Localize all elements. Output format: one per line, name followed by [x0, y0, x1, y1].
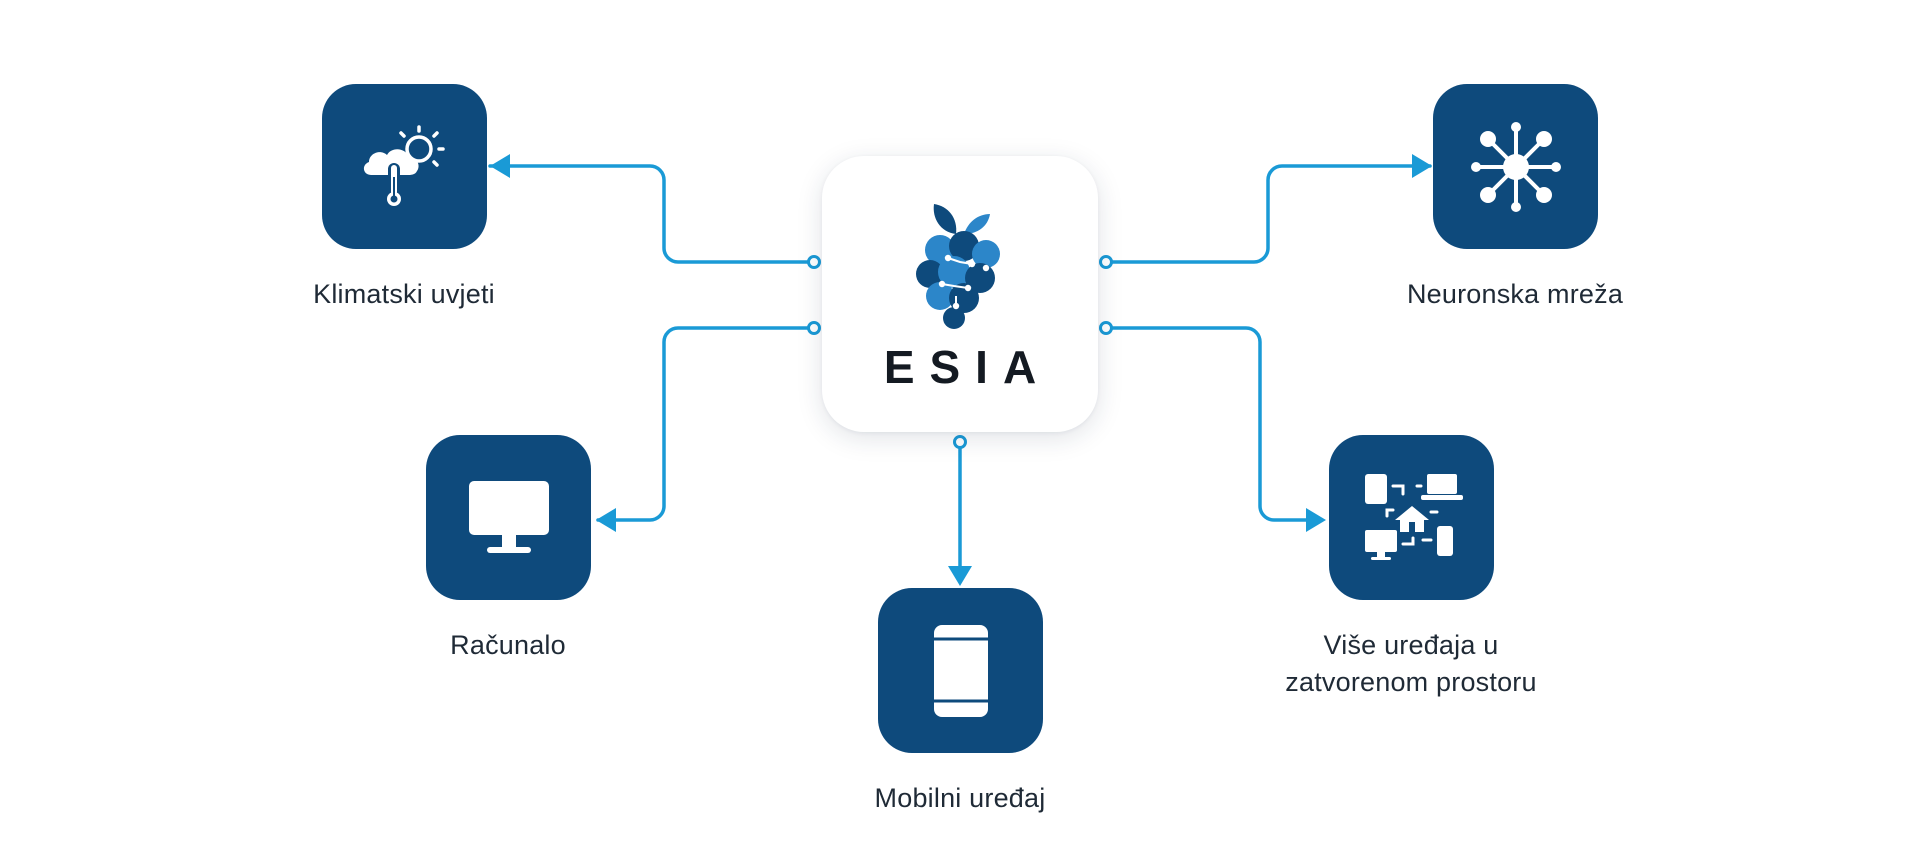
connector-indoor	[1106, 326, 1324, 522]
computer-node	[426, 435, 591, 600]
monitor-icon	[468, 480, 549, 553]
indoor-devices-label-line2: zatvorenom prostoru	[1285, 667, 1537, 697]
arrowhead-neural	[1412, 154, 1432, 178]
mobile-node	[878, 588, 1043, 753]
arrowhead-mobile	[948, 566, 972, 586]
connector-dot-neural	[1099, 255, 1113, 269]
climate-node	[322, 84, 487, 249]
neural-network-label: Neuronska mreža	[1406, 279, 1624, 309]
arrowhead-climate	[490, 154, 510, 178]
berry-logo-icon	[910, 200, 1010, 335]
arrowhead-indoor	[1306, 508, 1326, 532]
computer-label: Računalo	[450, 630, 566, 660]
connector-neural	[1106, 164, 1432, 264]
connector-dot-mobile	[953, 435, 967, 449]
indoor-devices-node	[1329, 435, 1494, 600]
neural-network-node	[1433, 84, 1598, 249]
connector-dot-indoor	[1099, 321, 1113, 335]
connector-dot-computer	[807, 321, 821, 335]
connector-computer	[596, 326, 814, 522]
smartphone-icon	[933, 624, 988, 717]
connector-climate	[488, 164, 814, 264]
smart-home-devices-icon	[1364, 473, 1463, 560]
connector-dot-climate	[807, 255, 821, 269]
arrowhead-computer	[596, 508, 616, 532]
esia-hub-card: ESIA	[822, 156, 1098, 432]
neural-network-icon	[1470, 121, 1561, 212]
weather-thermometer-icon	[363, 124, 445, 206]
mobile-label: Mobilni uređaj	[874, 783, 1046, 813]
indoor-devices-label: Više uređaja u zatvorenom prostoru	[1231, 627, 1591, 701]
indoor-devices-label-line1: Više uređaja u	[1323, 630, 1499, 660]
esia-title: ESIA	[883, 341, 1052, 393]
climate-label: Klimatski uvjeti	[313, 279, 495, 309]
